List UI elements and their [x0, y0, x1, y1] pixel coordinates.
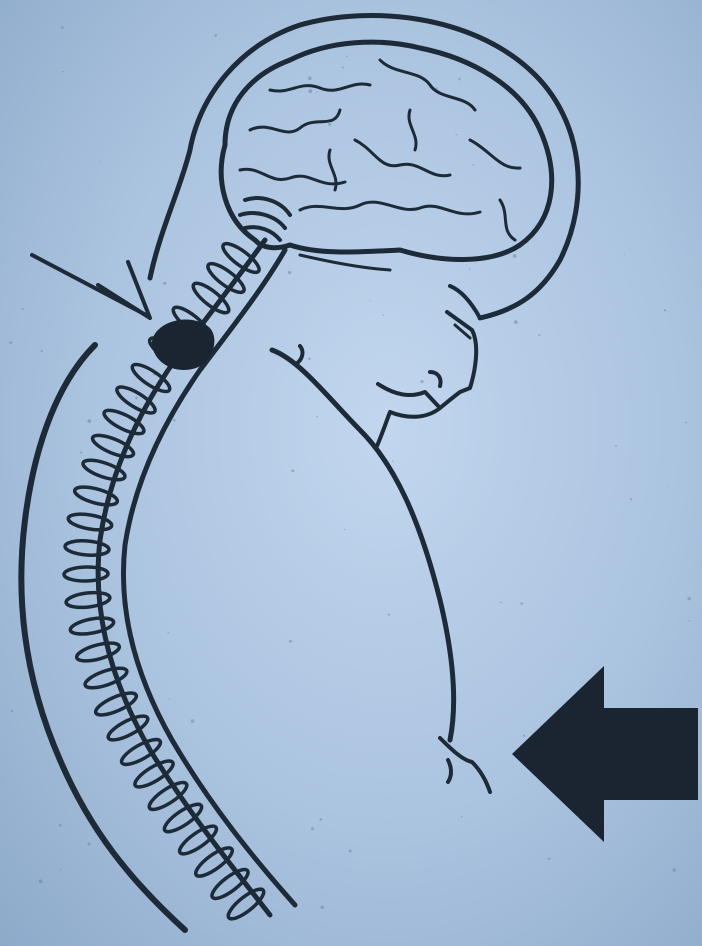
paper-speck [349, 850, 352, 853]
paper-speck [316, 91, 317, 92]
paper-speck [538, 334, 540, 336]
paper-speck [319, 818, 322, 821]
paper-speck [513, 254, 517, 258]
paper-speck [60, 869, 62, 871]
paper-speck [309, 89, 313, 93]
paper-speck [523, 735, 525, 737]
paper-speck [100, 161, 101, 162]
paper-speck [328, 123, 331, 126]
left-block-arrow-icon [512, 666, 698, 842]
paper-speck [163, 282, 166, 285]
paper-speck [664, 309, 666, 311]
paper-speck [214, 34, 217, 37]
paper-speck [88, 843, 91, 846]
arm-outline [272, 346, 490, 792]
paper-speck [548, 857, 551, 860]
paper-speck [472, 164, 474, 166]
paper-speck [668, 486, 669, 487]
vertebra-segment [65, 539, 110, 556]
paper-speck [346, 56, 348, 58]
paper-speck [388, 614, 390, 616]
paper-speck [308, 358, 311, 361]
paper-speck [514, 320, 518, 324]
paper-speck [62, 71, 64, 73]
paper-speck [41, 350, 43, 352]
paper-speck [370, 300, 371, 301]
paper-speck [461, 816, 463, 818]
vertebra-segment [69, 615, 115, 637]
brain-icon [221, 42, 551, 270]
paper-speck [458, 78, 460, 80]
paper-speck [135, 397, 138, 400]
vertebra-segment [75, 640, 121, 665]
paper-speck [169, 698, 170, 699]
paper-speck [420, 380, 423, 383]
vertebra-segment [65, 591, 110, 610]
head-profile-icon [150, 15, 578, 448]
vertebra-segment [64, 567, 108, 582]
paper-speck [685, 422, 687, 424]
paper-speck [469, 268, 470, 269]
paper-speck [39, 880, 43, 884]
paper-speck [22, 308, 24, 310]
paper-speck [173, 419, 175, 421]
paper-speck [308, 76, 312, 80]
paper-speck [321, 906, 324, 909]
paper-speck [500, 602, 502, 604]
paper-speck [630, 498, 632, 500]
paper-speck [167, 632, 168, 633]
paper-speck [673, 868, 676, 871]
paper-speck [383, 315, 384, 316]
paper-speck [456, 134, 458, 136]
paper-speck [624, 253, 625, 254]
paper-speck [344, 529, 345, 530]
paper-speck [689, 620, 690, 621]
paper-speck [392, 460, 394, 462]
paper-speck [342, 67, 344, 69]
paper-speck [520, 602, 523, 605]
paper-speck [87, 419, 91, 423]
paper-speck [80, 452, 82, 454]
paper-speck [687, 597, 690, 600]
paper-speck [311, 827, 314, 830]
paper-speck [9, 341, 12, 344]
paper-speck [291, 469, 294, 472]
pointer-arrow-icon [32, 255, 150, 318]
paper-speck [288, 271, 291, 274]
paper-speck [316, 416, 318, 418]
paper-speck [191, 719, 194, 722]
paper-speck [59, 824, 62, 827]
paper-speck [289, 640, 292, 643]
paper-speck [11, 710, 13, 712]
paper-speck [61, 26, 64, 29]
paper-speck [615, 445, 617, 447]
